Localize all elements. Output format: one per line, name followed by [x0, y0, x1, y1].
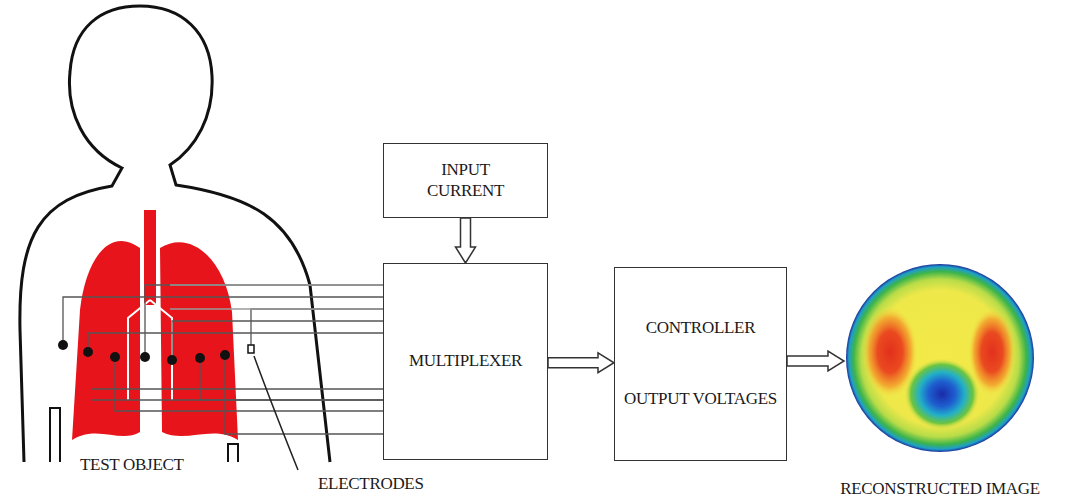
electrode-wire: [225, 355, 383, 434]
electrode-wire: [92, 388, 383, 389]
electrode-wire: [200, 358, 383, 400]
bronchi: [128, 300, 172, 400]
left-lung: [72, 241, 140, 440]
support-right: [228, 444, 238, 462]
electrode-wire: [88, 333, 383, 352]
electrode-wire: [172, 321, 383, 360]
flow-arrow: [548, 353, 614, 373]
box-label: CONTROLLER: [646, 318, 755, 338]
object-label: TEST OBJECT: [80, 455, 184, 475]
support-left: [50, 408, 60, 462]
heart-region: [904, 358, 980, 430]
process-box: INPUT CURRENT: [383, 143, 548, 218]
electrode-wire: [170, 308, 383, 309]
electrode-wire: [92, 399, 383, 400]
body-silhouette: [20, 6, 330, 462]
flow-arrow: [787, 351, 844, 371]
reconstructed-image: [844, 262, 1036, 454]
image-node: RECONSTRUCTED IMAGE: [815, 262, 1065, 499]
electrode: [58, 340, 68, 350]
electrodes: [58, 340, 254, 365]
electrode: [220, 350, 230, 360]
electrode: [167, 355, 177, 365]
electrode-wire: [251, 309, 383, 349]
process-box: CONTROLLER OUTPUT VOLTAGES: [614, 267, 787, 461]
process-box: MULTIPLEXER: [383, 263, 548, 460]
electrode-wires: [63, 285, 383, 434]
box-label: MULTIPLEXER: [409, 351, 522, 371]
electrode: [248, 345, 254, 353]
image-caption: RECONSTRUCTED IMAGE: [840, 479, 1040, 499]
image-disc: [846, 264, 1034, 452]
flow-arrow: [456, 218, 476, 263]
box-label: OUTPUT VOLTAGES: [624, 389, 777, 409]
electrodes-label: ELECTRODES: [318, 474, 424, 494]
electrode: [195, 353, 205, 363]
electrodes-leader: [254, 356, 298, 470]
box-label: INPUT CURRENT: [411, 160, 521, 201]
electrode-wire: [170, 284, 383, 285]
electrode: [110, 352, 120, 362]
trachea: [144, 210, 156, 305]
electrode: [83, 347, 93, 357]
electrode-wire: [115, 357, 383, 411]
electrode: [140, 352, 150, 362]
